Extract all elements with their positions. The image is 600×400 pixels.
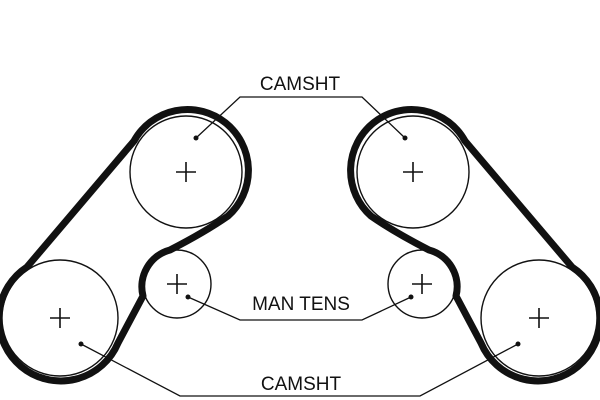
leader-lines [80,96,519,397]
left-half [0,105,252,385]
upper-camshaft-pulley [129,115,243,229]
tensioner-label: MAN TENS [252,294,350,315]
timing-belt [0,105,252,385]
camshaft-top-label: CAMSHT [260,74,341,95]
plus-icon [50,162,196,328]
right-half [351,109,600,380]
leader-dots [78,135,521,347]
camshaft-bottom-label: CAMSHT [261,374,342,395]
